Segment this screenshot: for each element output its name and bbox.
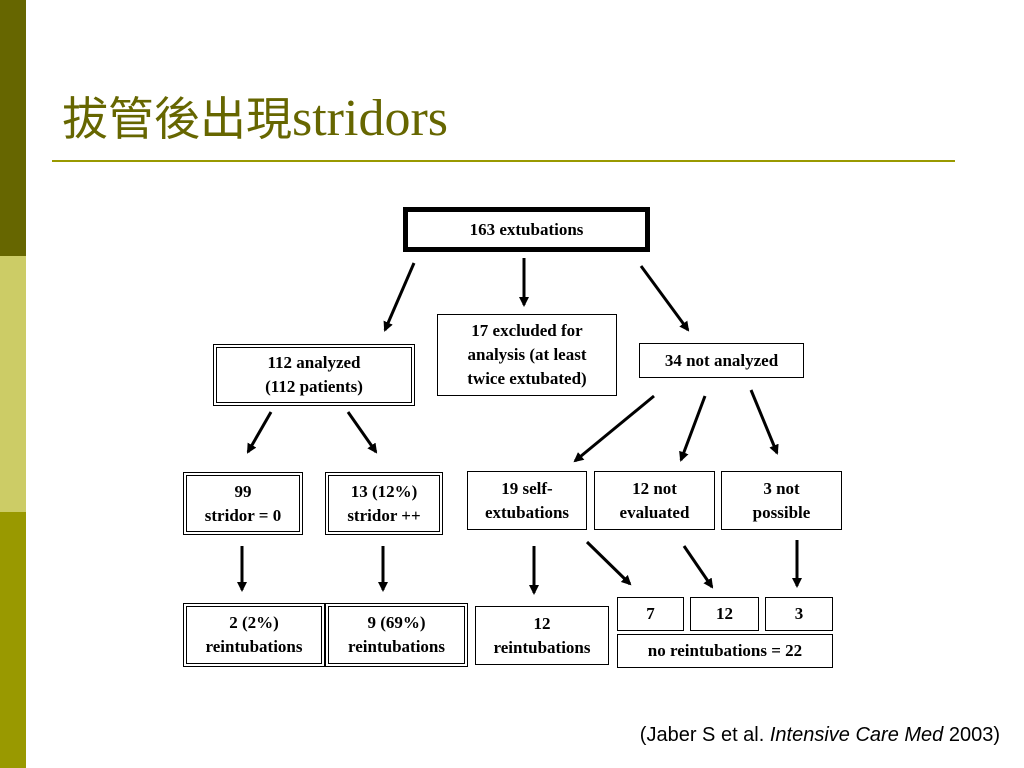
count-3-text: 3: [794, 604, 804, 623]
not-possible-line1: 3 not: [763, 478, 800, 498]
box-34-not-analyzed: 34 not analyzed: [639, 343, 804, 378]
count-7-text: 7: [646, 604, 655, 623]
self-ext-line1: 19 self-: [501, 478, 553, 498]
analyzed-line1: 112 analyzed: [267, 353, 361, 372]
citation-journal: Intensive Care Med: [769, 724, 944, 746]
not-eval-line1: 12 not: [632, 478, 677, 498]
not-possible-line2: possible: [752, 502, 811, 522]
slide-title: 拔管後出現stridors: [62, 86, 448, 152]
arrow-root-not-analyzed: [639, 265, 690, 332]
box-19-self-extubations: 19 self- extubations: [467, 471, 587, 530]
no-reint-text: no reintubations = 22: [647, 641, 803, 660]
citation-suffix: 2003): [943, 724, 1000, 746]
box-112-analyzed: 112 analyzed (112 patients): [213, 344, 415, 406]
arrow-root-analyzed: [383, 262, 416, 332]
arrow-self-n7: [585, 540, 632, 586]
stridor0-line1: 99: [234, 481, 252, 501]
self-ext-line2: extubations: [484, 502, 570, 522]
arrow-noteval-n12: [682, 545, 714, 589]
stridorpp-line1: 13 (12%): [350, 481, 418, 501]
reint12-line1: 12: [533, 613, 551, 633]
box-9-reintubations: 9 (69%) reintubations: [325, 603, 468, 667]
analyzed-line2: (112 patients): [265, 377, 363, 396]
box-17-excluded: 17 excluded for analysis (at least twice…: [437, 314, 617, 396]
box-count-3: 3: [765, 597, 833, 631]
box-count-7: 7: [617, 597, 684, 631]
arrow-analyzed-stridor0: [246, 411, 273, 454]
excluded-line2: analysis (at least: [467, 345, 587, 364]
accent-bar-bottom: [0, 512, 26, 768]
accent-bar-middle: [0, 256, 26, 512]
box-99-stridor-0: 99 stridor = 0: [183, 472, 303, 535]
reint2-line2: reintubations: [205, 637, 303, 656]
box-12-reintubations: 12 reintubations: [475, 606, 609, 665]
accent-bar-top: [0, 0, 26, 256]
box-count-12: 12: [690, 597, 759, 631]
reint9-line2: reintubations: [348, 637, 445, 656]
stridor0-line2: stridor = 0: [204, 505, 282, 525]
title-latin: stridors: [292, 90, 448, 147]
title-rule: [52, 160, 955, 162]
arrow-analyzed-stridorpp: [346, 411, 378, 454]
reint9-line1: 9 (69%): [367, 613, 426, 632]
box-2-reintubations: 2 (2%) reintubations: [183, 603, 325, 667]
title-cjk: 拔管後出現: [62, 92, 292, 146]
box-163-extubations: 163 extubations: [403, 207, 650, 252]
citation: (Jaber S et al. Intensive Care Med 2003): [640, 724, 1000, 747]
reint12-line2: reintubations: [493, 637, 591, 657]
box-12-not-evaluated: 12 not evaluated: [594, 471, 715, 530]
box-13-stridor-pp: 13 (12%) stridor ++: [325, 472, 443, 535]
box-3-not-possible: 3 not possible: [721, 471, 842, 530]
excluded-line3: twice extubated): [467, 369, 587, 388]
box-no-reintubations: no reintubations = 22: [617, 634, 833, 668]
arrow-notanalyzed-noteval: [679, 395, 707, 462]
count-12-text: 12: [716, 604, 733, 623]
stridorpp-line2: stridor ++: [347, 505, 421, 525]
excluded-line1: 17 excluded for: [471, 321, 583, 340]
box-163-text: 163 extubations: [469, 219, 584, 239]
arrow-notanalyzed-notpossible: [749, 389, 779, 455]
not-eval-line2: evaluated: [619, 502, 690, 522]
reint2-line1: 2 (2%): [229, 613, 279, 632]
arrow-notanalyzed-self: [573, 394, 655, 463]
not-analyzed-text: 34 not analyzed: [664, 350, 779, 370]
citation-prefix: (Jaber S et al.: [639, 724, 770, 746]
